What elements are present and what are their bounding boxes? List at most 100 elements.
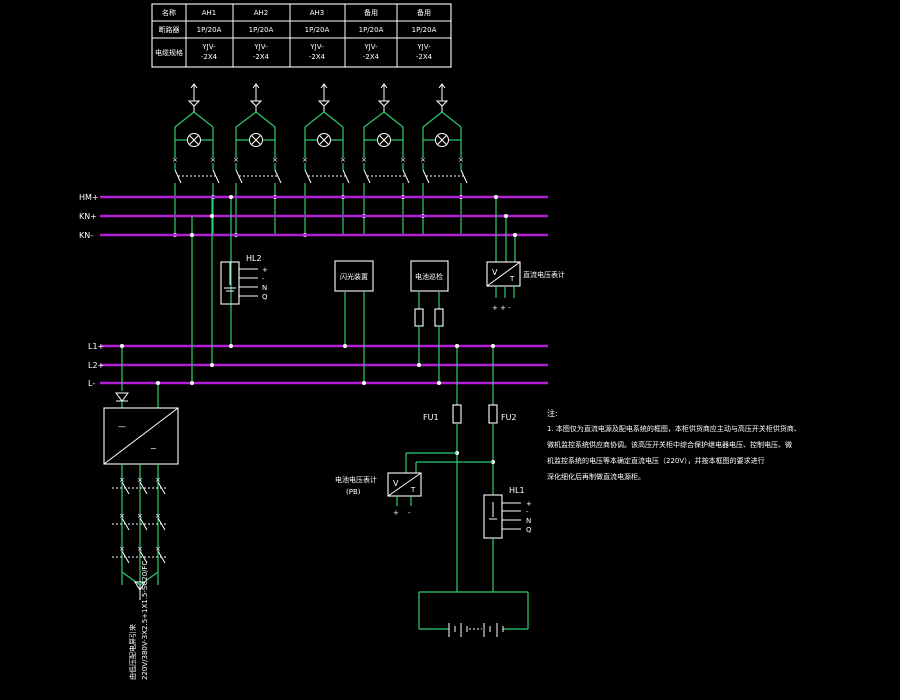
svg-text:×: × — [400, 156, 406, 164]
label-hl1: HL1 — [509, 486, 525, 495]
table-cell: YJV--2X4 — [363, 43, 380, 61]
table-cell: 1P/20A — [249, 26, 274, 34]
table-cell: YJV--2X4 — [309, 43, 326, 61]
dc-voltmeter-term: + + - — [492, 304, 511, 312]
fuse-fu2 — [488, 404, 498, 424]
incoming-cable-spec: 220V/380V-3X2.5+1X1.5-SC20/FC — [141, 560, 149, 680]
hl1-term-plus: + — [526, 500, 532, 508]
bus-label-l2: L2+ — [88, 361, 104, 370]
table-cell: YJV--2X4 — [253, 43, 270, 61]
table-cell: 1P/20A — [197, 26, 222, 34]
hl2-term-plus: + — [262, 266, 268, 274]
rectifier-ac-symbol: ~ — [150, 444, 157, 453]
svg-text:×: × — [340, 156, 346, 164]
table-row-breaker-label: 断路器 — [159, 25, 180, 34]
fuse-fu1 — [452, 404, 462, 424]
notes-title: 注: — [547, 408, 558, 418]
table-header-spare1: 备用 — [364, 8, 378, 17]
svg-text:×: × — [137, 545, 143, 553]
label-battery-voltmeter: 电池电压表计 — [335, 475, 377, 484]
dc-voltmeter: V T + + - 直流电压表计 — [486, 195, 565, 312]
svg-text:×: × — [458, 156, 464, 164]
hl1-term-n: N — [526, 517, 531, 525]
table-header-spare2: 备用 — [417, 8, 431, 17]
label-fu2: FU2 — [501, 413, 517, 422]
label-pb: (PB) — [346, 488, 361, 496]
label-battery-inspection: 电池巡检 — [415, 272, 443, 281]
table-header-ah3: AH3 — [310, 9, 325, 17]
battery-inspection: 电池巡检 — [410, 260, 449, 385]
indicator-lamp-icon — [435, 133, 449, 147]
battery-voltmeter-minus: - — [408, 509, 411, 517]
notes-line-3: 机监控系统的电压等本确定直流电压（220V），并按本框图的要求进行 — [547, 456, 765, 465]
svg-text:×: × — [155, 512, 161, 520]
flash-device: 闪光装置 — [334, 260, 374, 385]
hl2-term-minus: - — [262, 275, 265, 283]
feeder-circuit-3: ×× — [302, 83, 350, 237]
label-fu1: FU1 — [423, 413, 439, 422]
label-hl2: HL2 — [246, 254, 262, 263]
svg-text:×: × — [210, 156, 216, 164]
hl1-term-minus: - — [526, 508, 529, 516]
battery-voltmeter-plus: + — [393, 509, 399, 517]
bus-bars: HM+ KN+ KN- L1+ L2+ L- — [79, 193, 548, 388]
table-header-ah1: AH1 — [202, 9, 217, 17]
hl2-term-n: N — [262, 284, 267, 292]
label-flash-device: 闪光装置 — [340, 272, 368, 281]
feeder-circuit-4: ×× — [361, 83, 410, 235]
battery-voltmeter-t: T — [410, 486, 416, 494]
dc-voltmeter-t: T — [509, 275, 515, 283]
bus-connections — [190, 195, 233, 385]
label-dc-voltmeter: 直流电压表计 — [523, 270, 565, 279]
incoming-cable: 由低压配电屏引来 220V/380V-3X2.5+1X1.5-SC20/FC — [121, 560, 159, 680]
battery-voltmeter-v: V — [393, 479, 399, 488]
feeder-circuit-2: ×× — [233, 83, 282, 237]
hl2-term-q: Q — [262, 293, 268, 301]
table-cell: 1P/20A — [412, 26, 437, 34]
feeder-circuit-5: ×× — [420, 83, 468, 235]
hl1-term-q: Q — [526, 526, 532, 534]
bus-label-l1: L1+ — [88, 342, 104, 351]
table-header-ah2: AH2 — [254, 9, 269, 17]
battery-bank — [448, 623, 504, 637]
table-header-name: 名称 — [162, 8, 176, 17]
feeder-circuit-1: ×× — [172, 83, 220, 237]
svg-text:×: × — [137, 476, 143, 484]
bus-label-hm: HM+ — [79, 193, 99, 202]
dc-voltmeter-v: V — [492, 268, 498, 277]
svg-text:×: × — [302, 156, 308, 164]
svg-text:×: × — [119, 512, 125, 520]
notes-line-2: 微机监控系统供应商协调。该高压开关柜中综合保护继电器电压、控制电压、微 — [547, 440, 792, 449]
svg-text:×: × — [155, 545, 161, 553]
battery-circuit: FU1 FU2 V T + - 电池电压表计 (PB) HL1 + - N Q — [335, 344, 532, 637]
notes-block: 注: 1. 本图仅为直流电源及配电系统的框图，本柜供货商应主动与高压开关柜供货商… — [547, 408, 801, 481]
feeder-circuits: ×××××××××× — [172, 83, 468, 237]
lamp-hl2: HL2 + - N Q — [220, 254, 268, 305]
indicator-lamp-icon — [317, 133, 331, 147]
bus-label-l-minus: L- — [88, 379, 95, 388]
incoming-cable-source: 由低压配电屏引来 — [128, 624, 137, 680]
svg-text:×: × — [233, 156, 239, 164]
svg-text:×: × — [137, 512, 143, 520]
svg-text:×: × — [119, 476, 125, 484]
svg-text:×: × — [420, 156, 426, 164]
incoming-switches: × × × × × × × × × — [112, 476, 166, 564]
switch-stage-3: × × × — [112, 545, 166, 564]
indicator-lamp-icon — [187, 133, 201, 147]
table-cell: YJV--2X4 — [416, 43, 433, 61]
notes-line-1: 1. 本图仅为直流电源及配电系统的框图，本柜供货商应主动与高压开关柜供货商、 — [547, 424, 801, 433]
svg-text:×: × — [361, 156, 367, 164]
feeder-table: 名称 AH1 AH2 AH3 备用 备用 断路器 1P/20A 1P/20A 1… — [151, 3, 452, 68]
svg-text:×: × — [172, 156, 178, 164]
table-cell: 1P/20A — [305, 26, 330, 34]
indicator-lamp-icon — [249, 133, 263, 147]
rectifier-dc-symbol: — — [118, 422, 126, 431]
svg-text:×: × — [119, 545, 125, 553]
svg-text:×: × — [272, 156, 278, 164]
svg-text:×: × — [155, 476, 161, 484]
table-row-cable-label: 电缆规格 — [155, 48, 183, 57]
notes-line-4: 深化细化后再制做直流电源柜。 — [547, 472, 645, 481]
indicator-lamp-icon — [377, 133, 391, 147]
bus-label-kn-minus: KN- — [79, 231, 93, 240]
table-cell: YJV--2X4 — [201, 43, 218, 61]
